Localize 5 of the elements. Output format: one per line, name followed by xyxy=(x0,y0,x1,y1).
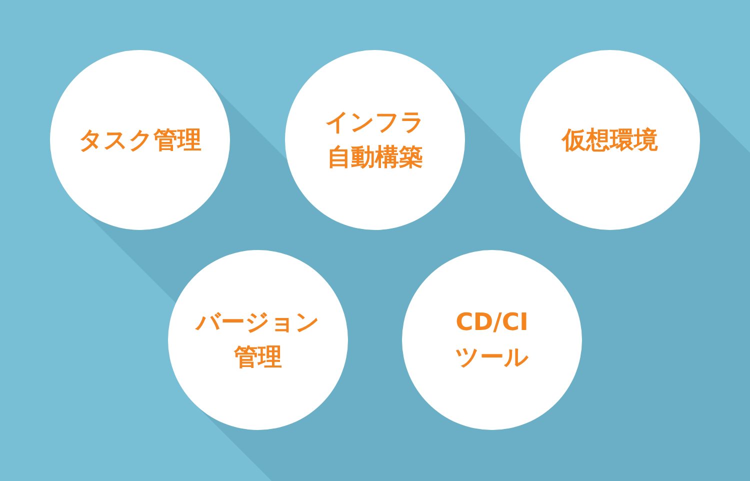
circle-label: CD/CIツール xyxy=(454,307,530,373)
circle-label: バージョン管理 xyxy=(194,307,321,373)
circle-label: インフラ自動構築 xyxy=(324,107,426,173)
circle-label: 仮想環境 xyxy=(560,124,659,156)
circle-label: タスク管理 xyxy=(78,124,202,156)
